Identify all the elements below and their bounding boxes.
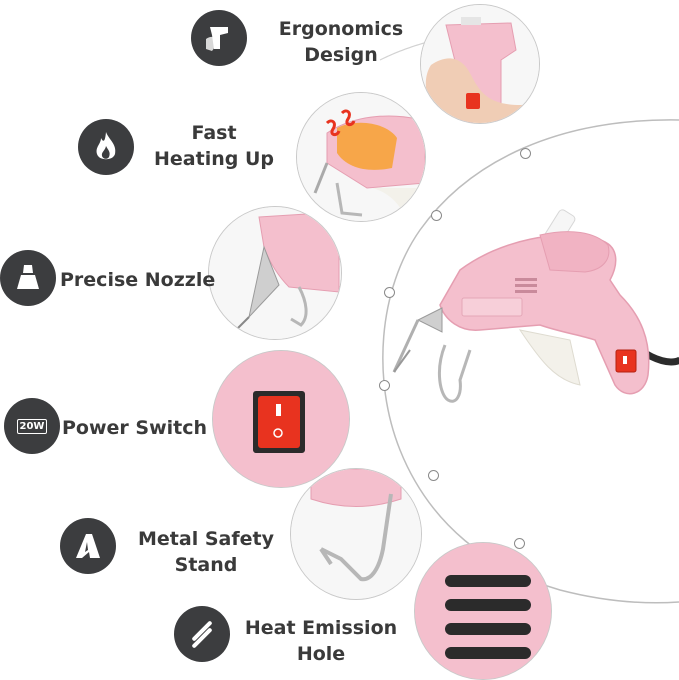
arc-dot <box>379 380 390 391</box>
power-badge-text: 20W <box>16 418 48 434</box>
ergonomics-photo <box>420 4 540 124</box>
stand-photo <box>290 468 422 600</box>
arc-dot <box>384 287 395 298</box>
nozzle-photo <box>208 206 342 340</box>
feature-stand-label: Metal Safety Stand <box>138 528 274 576</box>
hand-grip-icon <box>191 10 247 66</box>
power-20w-icon: 20W <box>4 398 60 454</box>
feature-nozzle-label: Precise Nozzle <box>60 269 216 291</box>
feature-heating-label: Fast Heating Up <box>154 122 274 170</box>
arc-dot <box>514 538 525 549</box>
glue-gun-image <box>392 209 679 403</box>
stand-icon <box>60 518 116 574</box>
feature-vent-label: Heat Emission Hole <box>244 617 398 665</box>
arc-dot <box>431 210 442 221</box>
heating-photo <box>296 92 426 222</box>
power-switch-photo <box>212 350 350 488</box>
feature-power-label: Power Switch <box>62 417 208 439</box>
feature-ergonomics-label: Ergonomics Design <box>278 18 404 66</box>
arc-dot <box>520 148 531 159</box>
arc-dot <box>428 470 439 481</box>
vent-photo <box>414 542 552 680</box>
nozzle-icon <box>0 250 56 306</box>
flame-icon <box>78 119 134 175</box>
vent-icon <box>174 606 230 662</box>
